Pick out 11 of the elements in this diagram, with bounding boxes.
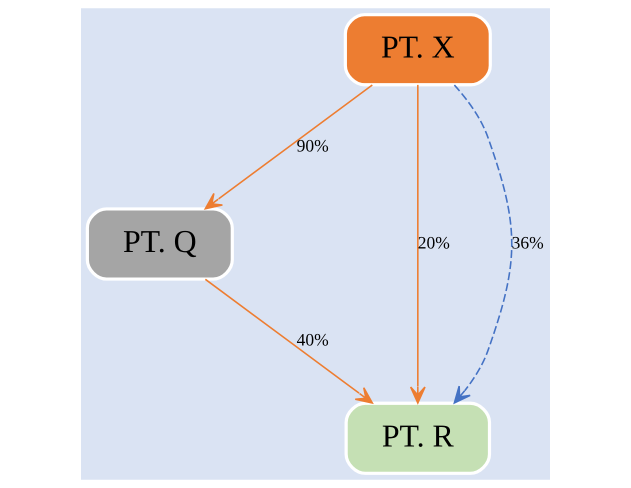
arrow <box>204 278 374 404</box>
edge-label: 90% <box>296 135 329 156</box>
edge-label: 20% <box>418 232 450 252</box>
node-box: PT. Q <box>86 207 234 281</box>
arrow <box>204 84 373 210</box>
arrow <box>454 84 513 404</box>
edge-label: 36% <box>512 232 544 252</box>
arrow <box>410 84 426 404</box>
node-box: PT. X <box>344 13 492 86</box>
edge-label: 40% <box>296 330 329 350</box>
node-box: PT. R <box>344 402 492 475</box>
